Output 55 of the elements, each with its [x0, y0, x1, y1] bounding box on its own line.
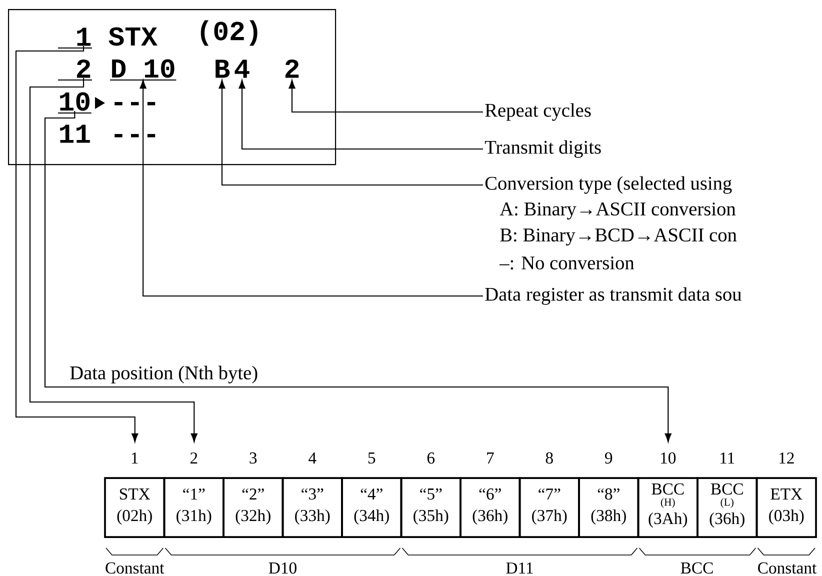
byte-number: 7: [487, 452, 494, 464]
display-text: 10: [58, 92, 92, 114]
byte-number: 10: [661, 452, 676, 464]
byte-cell: “4” (34h): [341, 477, 402, 538]
byte-number: 11: [720, 452, 734, 464]
byte-number: 5: [368, 452, 376, 464]
byte-cell: ETX (03h): [756, 477, 817, 538]
display-text: 2: [58, 59, 92, 81]
byte-number: 3: [250, 452, 257, 464]
arrow: [288, 80, 483, 113]
byte-cell: “6” (36h): [460, 477, 521, 538]
option-text: A: Binary→ASCII conversion: [500, 202, 736, 220]
option-text: –: No conversion: [499, 256, 634, 270]
byte-cell: “5” (35h): [400, 477, 462, 538]
edge-label: Data position (Nth byte): [68, 364, 260, 385]
arrow: [238, 80, 483, 150]
byte-cell: “3” (33h): [282, 477, 343, 538]
brace-label: Constant: [758, 562, 817, 574]
brace-label: D11: [506, 562, 533, 574]
brace-label: D10: [268, 562, 296, 574]
description-text: Conversion type (selected using: [485, 176, 732, 194]
arrow: [15, 46, 138, 442]
display-text: 4: [234, 60, 250, 78]
byte-cell: “1” (31h): [163, 477, 224, 538]
byte-number: 8: [546, 452, 553, 464]
byte-cell: BCC (L) (36h): [696, 477, 758, 538]
byte-number: 1: [132, 452, 138, 464]
description-text: Repeat cycles: [485, 103, 591, 121]
byte-cell: “8” (38h): [578, 477, 640, 538]
byte-cell: “2” (32h): [222, 477, 284, 538]
display-text: D 10: [110, 59, 176, 81]
display-text: 1: [58, 28, 92, 49]
brace-label: Constant: [106, 562, 164, 574]
byte-cell: “7” (37h): [518, 477, 580, 538]
byte-number: 9: [605, 452, 612, 464]
option-text: B: Binary→BCD→ASCII con: [500, 228, 737, 246]
display-text: 11: [60, 124, 90, 143]
byte-cell: STX (02h): [104, 477, 166, 538]
display-text: STX: [108, 27, 158, 46]
display-text: (02): [200, 20, 258, 46]
arrow: [218, 80, 483, 186]
byte-cell: BCC (H) (3Ah): [637, 477, 698, 538]
arrow: [140, 80, 483, 297]
description-text: Transmit digits: [484, 140, 601, 158]
display-text: B: [216, 60, 230, 78]
brace-label: BCC: [680, 562, 713, 574]
arrow: [44, 110, 672, 442]
display-frame: [8, 9, 336, 166]
display-text: 2: [285, 59, 299, 78]
byte-number: 2: [190, 452, 198, 464]
byte-number: 4: [308, 452, 316, 464]
arrow: [29, 78, 198, 442]
byte-number: 12: [780, 452, 794, 464]
description-text: Data register as transmit data sou: [485, 287, 742, 305]
byte-number: 6: [427, 452, 435, 464]
